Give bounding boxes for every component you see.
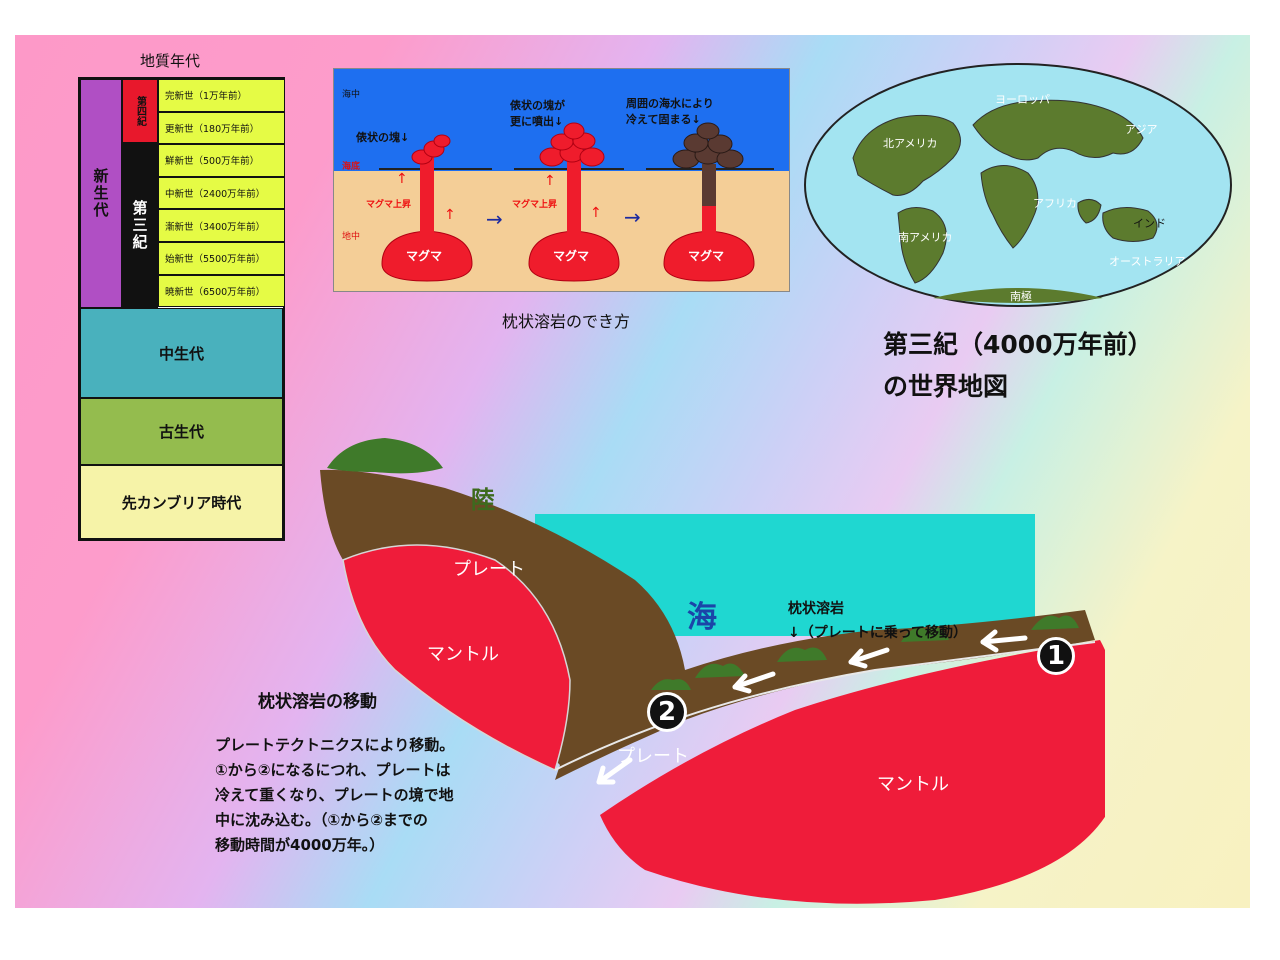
movement-line: プレートテクトニクスにより移動。 [215,736,455,754]
epoch-eocene: 始新世（5500万年前） [158,242,285,275]
label-underground: 地中 [342,232,361,242]
world-map: ヨーロッパ アジア 北アメリカ アフリカ インド 南アメリカ オーストラリア 南… [803,63,1233,308]
pillow-lava-diagram: 海中 海底 地中 俵状の塊↓ 俵状の塊が 更に噴出↓ 周囲の海水により 冷えて固… [333,68,790,292]
map-label-europe: ヨーロッパ [995,93,1050,106]
motion-arrow-1 [980,629,1028,653]
epoch-paleocene: 暁新世（6500万年前） [158,274,285,308]
movement-line: 冷えて重くなり、プレートの境で地 [215,786,454,804]
up-arrow-2a: ↑ [544,173,556,189]
epoch-miocene: 中新世（2400万年前） [158,176,285,210]
label-pillow-lava: 枕状溶岩 [788,601,844,617]
poster: 地質年代 新生代 第四紀 第三紀 完新世（1万年前） 更新世（180万年前） 鮮… [15,35,1250,908]
label-mantle-left: マントル [427,644,499,665]
map-label-australia: オーストラリア [1109,255,1186,268]
motion-arrow-4 [596,757,633,785]
up-arrow-1b: ↑ [444,207,456,223]
label-sea: 海中 [342,90,361,100]
note-2b: 更に噴出↓ [510,115,564,128]
magma-label-3: マグマ [688,249,725,263]
era-cenozoic: 新生代 [80,79,122,308]
magma-rise-label-1: マグマ上昇 [366,200,412,210]
marker-2: 2 [647,692,687,732]
movement-line: 移動時間が4000万年。） [215,836,385,854]
subduction-diagram: 陸 海 プレート プレート マントル マントル 枕状溶岩 ↓（プレートに乗って移… [315,430,1126,908]
motion-arrow-2 [848,647,890,669]
era-paleozoic: 古生代 [80,398,283,465]
step-arrow-1: → [486,207,503,231]
epoch-holocene: 完新世（1万年前） [158,79,285,112]
era-mesozoic: 中生代 [80,308,283,398]
movement-line: 中に沈み込む。（①から②までの [215,811,428,829]
step-arrow-2: → [624,205,641,229]
world-map-title-2: の世界地図 [883,372,1009,401]
period-quaternary: 第四紀 [122,79,158,143]
note-3b: 冷えて固まる↓ [626,113,701,126]
pillow-lava-svg [334,69,789,291]
map-label-africa: アフリカ [1033,197,1077,210]
movement-heading: 枕状溶岩の移動 [258,692,377,712]
label-pillow-note: ↓（プレートに乗って移動） [788,625,968,641]
magma-label-1: マグマ [406,249,443,263]
map-label-india: インド [1133,217,1166,230]
period-tertiary: 第三紀 [122,143,158,308]
world-map-svg [804,63,1232,307]
magma-rise-label-2: マグマ上昇 [512,200,558,210]
label-sea-main: 海 [687,600,717,635]
label-plate-lower: プレート [617,746,689,767]
movement-line: ①から②になるにつれ、プレートは [215,761,451,779]
movement-description: プレートテクトニクスにより移動。 ①から②になるにつれ、プレートは 冷えて重くな… [215,733,515,858]
label-plate-upper: プレート [453,559,525,580]
note-2a: 俵状の塊が [510,99,565,112]
pillow-lava-caption: 枕状溶岩のでき方 [502,312,631,331]
subduction-svg [320,438,1126,904]
epoch-pleistocene: 更新世（180万年前） [158,111,285,145]
label-mantle-right: マントル [877,774,949,795]
era-precambrian: 先カンブリア時代 [80,465,283,539]
geologic-table-title: 地質年代 [140,52,201,70]
world-map-title-1: 第三紀（4000万年前） [883,330,1153,359]
motion-arrow-3 [732,671,776,694]
epoch-pliocene: 鮮新世（500万年前） [158,144,285,177]
map-label-antarctica: 南極 [1010,290,1032,303]
note-1: 俵状の塊↓ [356,131,410,144]
geologic-table: 新生代 第四紀 第三紀 完新世（1万年前） 更新世（180万年前） 鮮新世（50… [78,77,285,541]
map-label-north-america: 北アメリカ [883,137,938,150]
note-3a: 周囲の海水により [626,97,714,110]
map-label-asia: アジア [1125,123,1158,136]
marker-1: 1 [1037,637,1075,675]
magma-label-2: マグマ [553,249,590,263]
up-arrow-2b: ↑ [590,205,602,221]
epoch-oligocene: 漸新世（3400万年前） [158,209,285,242]
label-land: 陸 [471,486,495,514]
label-seafloor: 海底 [342,162,361,172]
motion-arrows [596,629,1028,785]
map-label-south-america: 南アメリカ [898,231,953,244]
up-arrow-1a: ↑ [396,171,408,187]
